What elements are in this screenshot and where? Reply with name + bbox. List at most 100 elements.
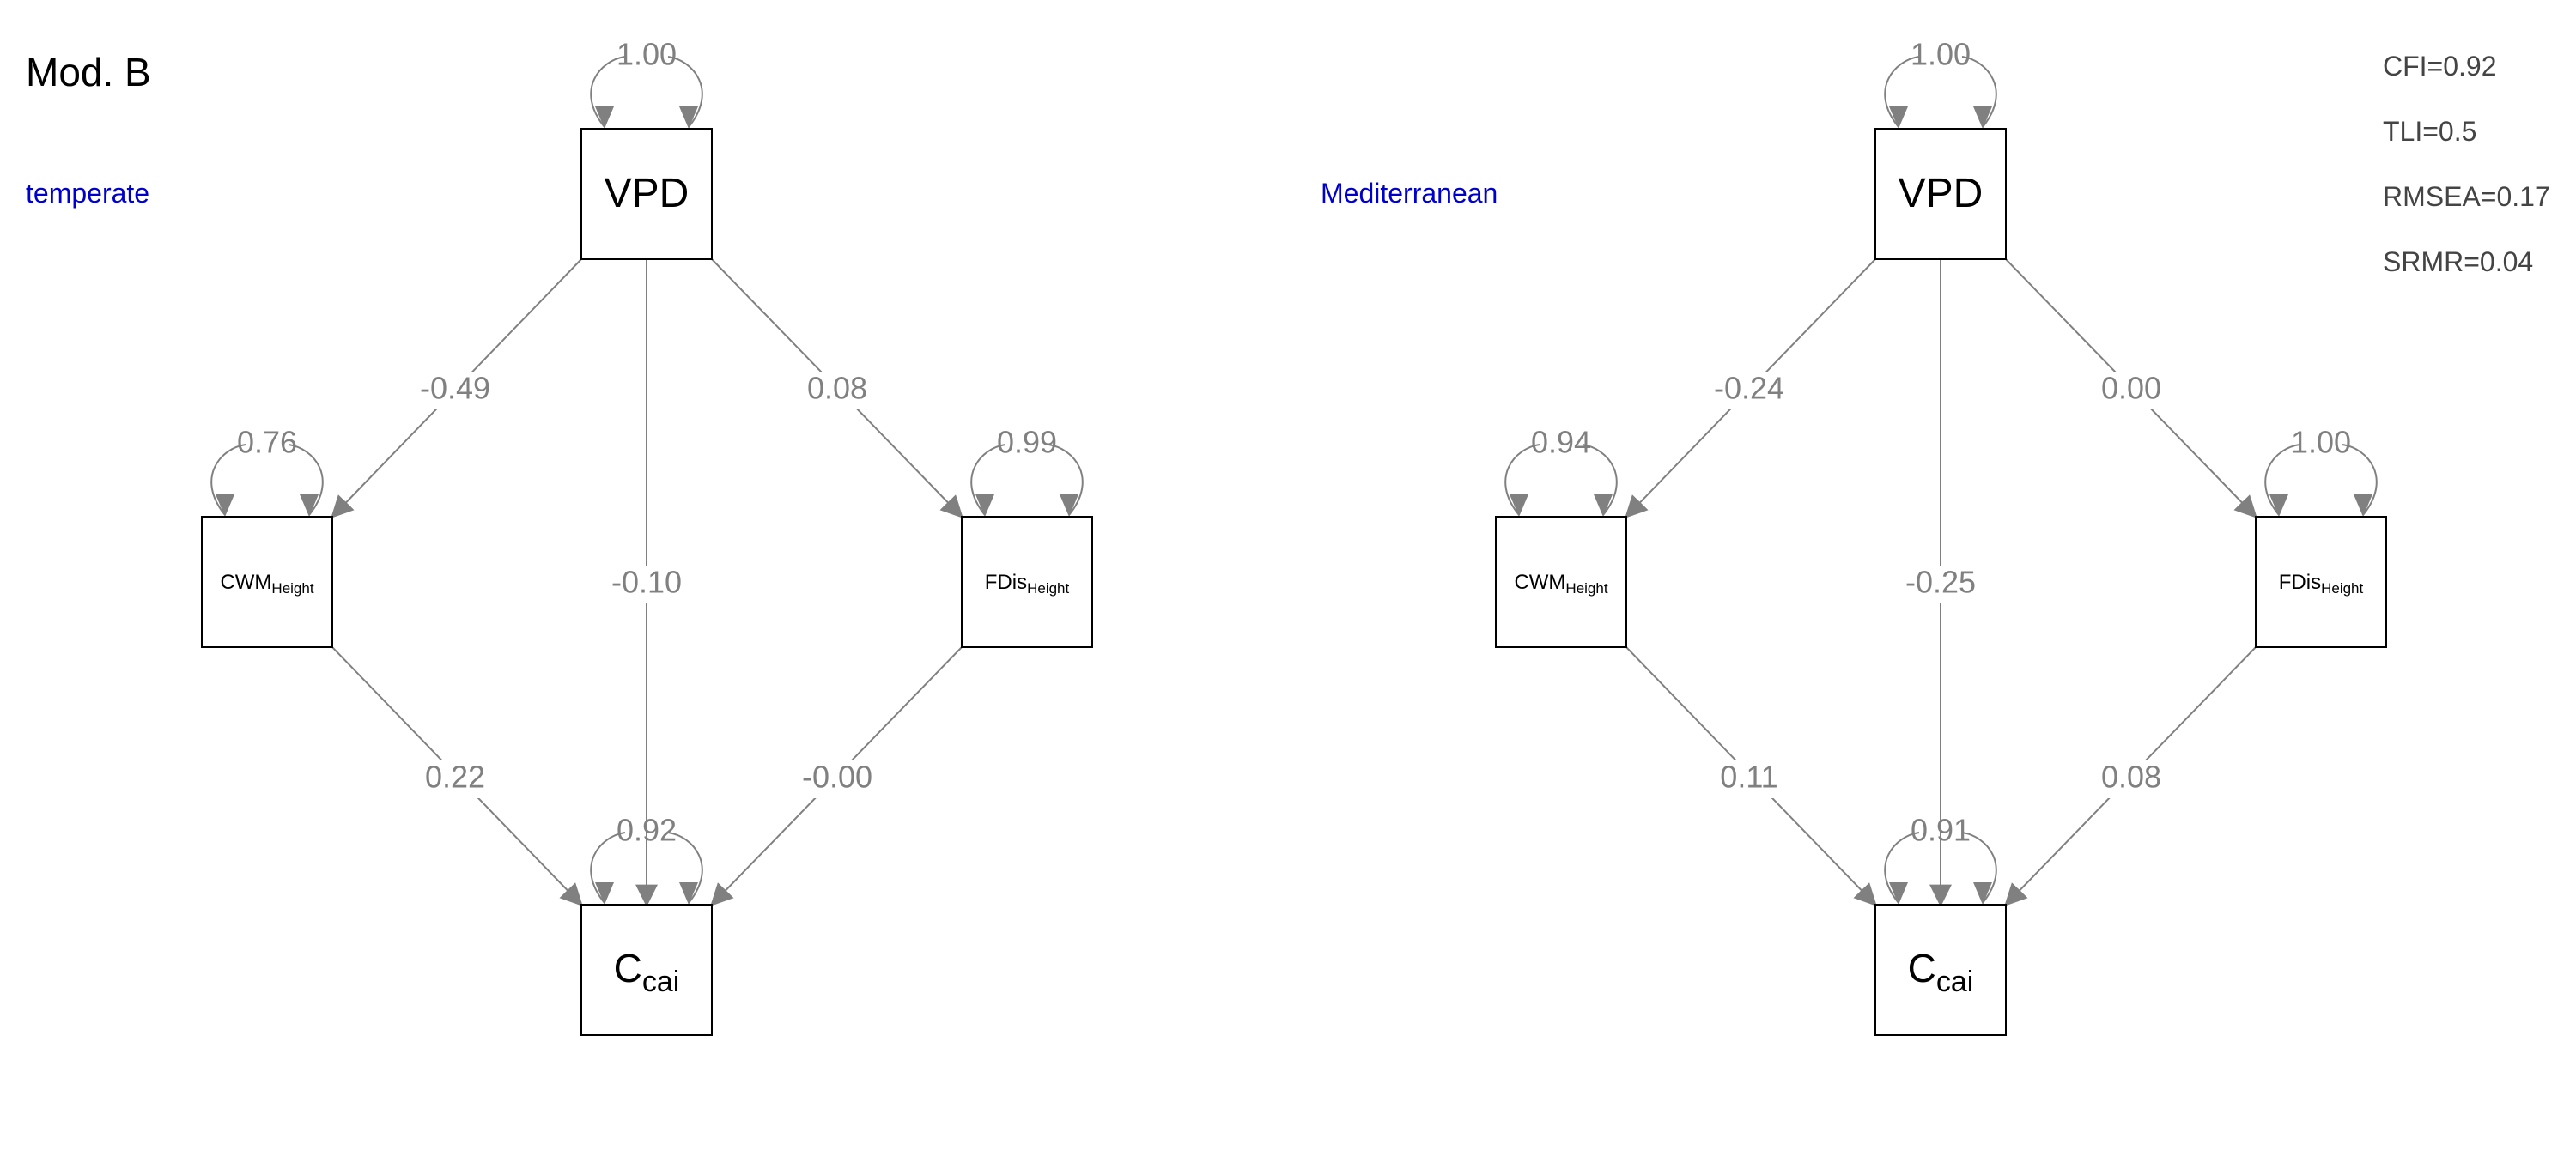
residual-variance-fdis: 1.00: [2291, 425, 2351, 460]
residual-variance-fdis: 0.99: [997, 425, 1057, 460]
variance-loop-ccai: [590, 832, 703, 904]
fit-stat-srmr: SRMR=0.04: [2383, 246, 2533, 277]
node-fdis: FDisHeight: [961, 516, 1093, 648]
node-box: [1495, 516, 1627, 648]
path-label-background: [2090, 372, 2172, 409]
node-box: [2255, 516, 2387, 648]
variance-loop-cwm: [1504, 444, 1618, 516]
variable-subscript: Height: [2321, 580, 2363, 597]
path-coefficient-fdis-to-ccai: -0.00: [802, 760, 872, 795]
path-label-background: [414, 760, 496, 798]
path-coefficient-vpd-to-ccai: -0.25: [1905, 565, 1976, 600]
group-label: temperate: [26, 178, 149, 209]
variance-arrowhead: [595, 882, 614, 905]
variance-loop-vpd: [590, 56, 703, 128]
variance-loop-fdis: [970, 444, 1084, 516]
path-label-background: [796, 372, 878, 409]
fit-statistics: CFI=0.92 TLI=0.5 RMSEA=0.17 SRMR=0.04: [2383, 51, 2550, 277]
node-vpd: VPD: [1874, 128, 2007, 260]
path-coefficient-vpd-to-fdis: 0.08: [807, 371, 867, 406]
variable-label: VPD: [1899, 171, 1984, 216]
node-ccai: Ccai: [580, 904, 713, 1036]
residual-variance-vpd: 1.00: [1911, 37, 1971, 72]
node-box: [580, 904, 713, 1036]
fit-stat-cfi: CFI=0.92: [2383, 51, 2497, 82]
variance-arrowhead: [679, 106, 698, 129]
variable-name: C: [614, 946, 642, 990]
node-fdis: FDisHeight: [2255, 516, 2387, 648]
variable-name: VPD: [605, 171, 690, 216]
residual-variance-cwm: 0.94: [1531, 425, 1591, 460]
variable-label: VPD: [605, 171, 690, 216]
path-label-background: [2090, 760, 2172, 798]
variable-subscript: cai: [1936, 966, 1973, 998]
variable-label: FDisHeight: [985, 571, 1070, 597]
path-label-background: [605, 566, 688, 603]
variance-arrowhead: [300, 494, 319, 517]
variance-loop-ccai: [1884, 832, 1997, 904]
variance-arrowhead: [1889, 106, 1908, 129]
group-panel-temperate: temperate -0.49 0.08 -0.10 0.22 -0.00 1.00 0.76…: [26, 37, 1093, 1036]
node-vpd: VPD: [580, 128, 713, 260]
variance-arrowhead: [1973, 882, 1992, 905]
variance-arrowhead: [2269, 494, 2288, 517]
model-title: Mod. B: [26, 50, 151, 94]
node-box: [580, 128, 713, 260]
path-label-background: [1899, 566, 1982, 603]
node-box: [1874, 128, 2007, 260]
variance-loop-fdis: [2264, 444, 2378, 516]
variance-arrowhead: [216, 494, 234, 517]
variance-arrowhead: [1889, 882, 1908, 905]
variable-subscript: Height: [1565, 580, 1607, 597]
variance-arrowhead: [1510, 494, 1528, 517]
path-coefficient-vpd-to-cwm: -0.49: [420, 371, 490, 406]
path-label-background: [414, 372, 496, 409]
variable-label: Ccai: [614, 946, 680, 998]
variable-name: FDis: [985, 571, 1027, 594]
variable-name: VPD: [1899, 171, 1984, 216]
fit-stat-tli: TLI=0.5: [2383, 116, 2476, 147]
residual-variance-cwm: 0.76: [237, 425, 297, 460]
node-box: [1874, 904, 2007, 1036]
path-label-background: [1708, 372, 1790, 409]
variable-label: FDisHeight: [2279, 571, 2364, 597]
residual-variance-ccai: 0.91: [1911, 813, 1971, 848]
variance-arrowhead: [1594, 494, 1613, 517]
variance-arrowhead: [975, 494, 994, 517]
variable-name: FDis: [2279, 571, 2321, 594]
variance-arrowhead: [595, 106, 614, 129]
variable-name: CWM: [220, 571, 271, 594]
node-cwm: CWMHeight: [1495, 516, 1627, 648]
path-coefficient-vpd-to-fdis: 0.00: [2101, 371, 2161, 406]
variable-name: C: [1908, 946, 1936, 990]
fit-stat-rmsea: RMSEA=0.17: [2383, 181, 2550, 212]
variance-arrowhead: [1060, 494, 1078, 517]
group-label: Mediterranean: [1321, 178, 1498, 209]
variance-arrowhead: [679, 882, 698, 905]
variance-arrowhead: [1973, 106, 1992, 129]
variance-arrowhead: [2354, 494, 2372, 517]
variable-label: CWMHeight: [1514, 571, 1607, 597]
group-panels: temperate -0.49 0.08 -0.10 0.22 -0.00 1.00 0.76…: [26, 37, 2387, 1036]
variable-label: CWMHeight: [220, 571, 313, 597]
variable-subscript: Height: [1027, 580, 1069, 597]
node-box: [201, 516, 333, 648]
path-label-background: [796, 760, 878, 798]
variable-label: Ccai: [1908, 946, 1974, 998]
path-coefficient-cwm-to-ccai: 0.22: [425, 760, 485, 795]
node-box: [961, 516, 1093, 648]
node-cwm: CWMHeight: [201, 516, 333, 648]
residual-variance-vpd: 1.00: [617, 37, 677, 72]
residual-variance-ccai: 0.92: [617, 813, 677, 848]
path-coefficient-vpd-to-cwm: -0.24: [1714, 371, 1784, 406]
node-ccai: Ccai: [1874, 904, 2007, 1036]
path-coefficient-fdis-to-ccai: 0.08: [2101, 760, 2161, 795]
variance-loop-vpd: [1884, 56, 1997, 128]
path-label-background: [1708, 760, 1790, 798]
path-coefficient-cwm-to-ccai: 0.11: [1720, 760, 1777, 795]
path-coefficient-vpd-to-ccai: -0.10: [611, 565, 682, 600]
variable-subscript: cai: [642, 966, 679, 998]
variable-subscript: Height: [271, 580, 313, 597]
